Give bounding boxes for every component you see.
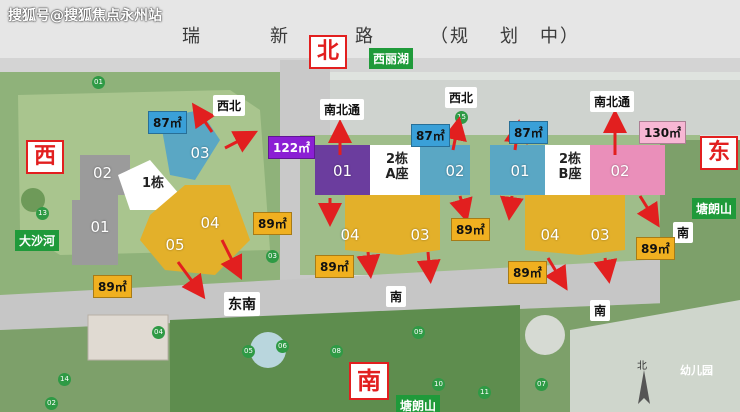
site-number: 10 [432, 378, 445, 391]
road-char: 划 [500, 26, 520, 47]
building-2a-unit-03: 03 [410, 225, 430, 244]
watermark-text: 搜狐号@搜狐焦点永州站 [8, 8, 162, 24]
label-xilihu: 西丽湖 [369, 48, 414, 69]
area-w-89-left: 89㎡ [93, 275, 132, 298]
label-dashahe: 大沙河 [15, 230, 60, 251]
site-number: 14 [58, 373, 71, 386]
north-arrow-icon [638, 370, 650, 404]
tag-dongnan: 东南 [224, 292, 260, 316]
label-tanglangshan-east: 塘朗山 [692, 198, 737, 219]
building-2b-unit-01: 01 [510, 161, 530, 180]
site-number: 07 [535, 378, 548, 391]
tag-nan-east: 南 [673, 222, 694, 243]
site-number: 02 [45, 397, 58, 410]
site-number: 13 [36, 207, 49, 220]
area-b-87: 87㎡ [509, 121, 548, 144]
compass-north: 北 [309, 35, 347, 69]
road-char: 新 [270, 26, 290, 47]
site-number: 06 [276, 340, 289, 353]
tag-xibei-left: 西北 [213, 95, 246, 116]
site-number: 01 [92, 76, 105, 89]
tag-nan-right: 南 [590, 300, 611, 321]
building-2b-name: 2栋 B座 [558, 152, 582, 182]
site-number: 04 [152, 326, 165, 339]
building-2a-unit-01: 01 [332, 161, 353, 180]
compass-east: 东 [700, 136, 738, 170]
building-2b-unit-03: 03 [590, 225, 610, 244]
area-b-89-left: 89㎡ [508, 261, 547, 284]
building-2b-unit-04: 04 [540, 225, 560, 244]
area-a-87: 87㎡ [411, 124, 450, 147]
site-number: 09 [412, 326, 425, 339]
building-1-unit-02: 02 [92, 164, 113, 182]
tag-nanbeitong-right: 南北通 [590, 91, 635, 112]
site-number: 11 [478, 386, 491, 399]
site-number: 05 [242, 345, 255, 358]
building-2b-unit-02: 02 [610, 161, 630, 180]
area-a-89-right: 89㎡ [451, 218, 490, 241]
tag-xibei-mid: 西北 [445, 87, 478, 108]
label-tanglangshan-south: 塘朗山 [396, 395, 441, 412]
north-arrow-label: 北 [637, 361, 647, 372]
site-number: 03 [266, 250, 279, 263]
building-1-unit-04: 04 [200, 213, 220, 232]
tag-nanbeitong-left: 南北通 [320, 99, 365, 120]
road-char: 中） [540, 26, 580, 47]
road-char: （规 [430, 26, 470, 47]
building-1-unit-01: 01 [90, 218, 110, 236]
compass-west: 西 [26, 140, 64, 174]
building-1-name: 1栋 [141, 176, 165, 191]
road-char: 瑞 [182, 26, 202, 47]
area-a-122: 122㎡ [268, 136, 316, 159]
north-road-label: 瑞 新 路 （规 划 中） [0, 22, 740, 47]
building-2a-name: 2栋 A座 [385, 152, 409, 182]
tag-nan-mid: 南 [386, 286, 407, 307]
building-2a-unit-02: 02 [445, 161, 465, 180]
road-char: 路 [355, 26, 375, 47]
area-b-130: 130㎡ [639, 121, 687, 144]
label-kindergarten: 幼儿园 [680, 364, 713, 377]
area-w-89-right: 89㎡ [253, 212, 292, 235]
building-1-unit-05: 05 [165, 235, 185, 254]
area-b-89-right: 89㎡ [636, 237, 675, 260]
site-number: 08 [330, 345, 343, 358]
compass-south: 南 [349, 362, 389, 400]
building-1-unit-03: 03 [190, 143, 210, 162]
area-w-87: 87㎡ [148, 111, 187, 134]
area-a-89-left: 89㎡ [315, 255, 354, 278]
building-2a-unit-04: 04 [340, 225, 360, 244]
